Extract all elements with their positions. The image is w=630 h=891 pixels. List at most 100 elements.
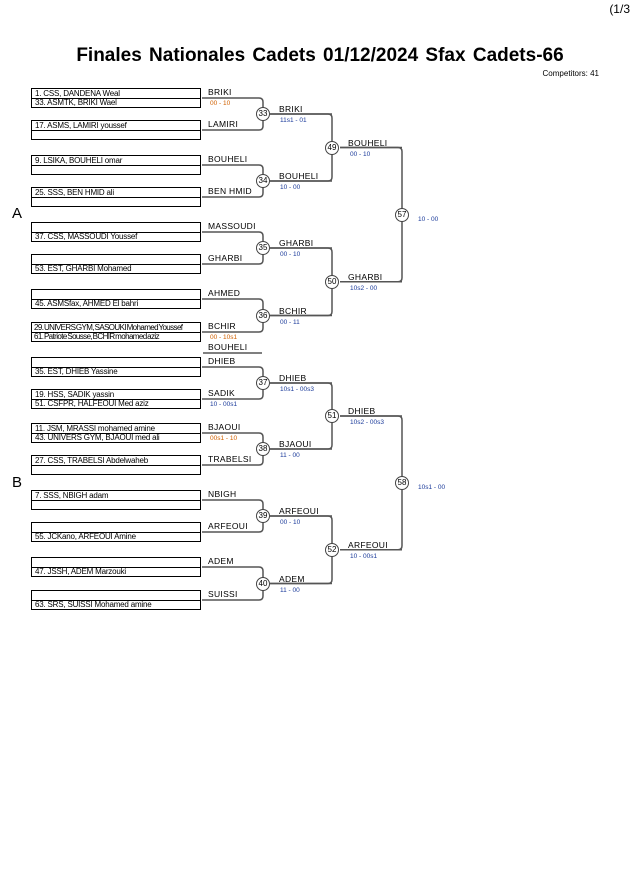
round3-score: 00 - 10 [350, 150, 371, 158]
round2-score: 11 - 00 [280, 586, 300, 594]
round1-slot-label: GHARBI [208, 253, 243, 263]
competitor-entry[interactable]: 29. UNIVERS GYM, SASOUKI Mohamed Youssef [32, 323, 200, 333]
competitor-entry[interactable] [32, 197, 200, 207]
round1-score: 10 - 00s1 [210, 401, 238, 408]
competitor-entry[interactable]: 35. EST, DHIEB Yassine [35, 367, 118, 376]
competitor-entry[interactable]: 27. CSS, TRABELSI Abdelwaheb [32, 456, 200, 466]
round1-score: 00 - 10s1 [210, 334, 238, 341]
round1-slot-label: BJAOUI [208, 422, 241, 432]
competitor-entry[interactable]: 47. JSSH, ADEM Marzouki [35, 567, 126, 576]
competitor-entry[interactable] [32, 255, 200, 265]
round4-score: 10 - 00 [418, 215, 439, 223]
pool-label-b: B [12, 474, 23, 491]
competitor-pair-box: 55. JCKano, ARFEOUI Amine [31, 522, 201, 542]
round1-slot-label: SADIK [208, 388, 236, 398]
competitor-entry[interactable] [32, 358, 200, 368]
competitor-entry[interactable]: 7. SSS, NBIGH adam [32, 491, 200, 501]
competitor-entry[interactable] [32, 130, 200, 140]
competitor-entry[interactable]: 51. CSFPR, HALFEOUI Med aziz [35, 399, 149, 408]
round1-slot-label: MASSOUDI [208, 221, 256, 231]
round1-slot-label: DHIEB [208, 356, 236, 366]
competitor-entry[interactable]: 37. CSS, MASSOUDI Youssef [35, 232, 138, 241]
competitor-pair-box: 7. SSS, NBIGH adam [31, 490, 201, 510]
round3-winner-label: GHARBI [348, 271, 383, 282]
round2-score: 10 - 00 [280, 184, 301, 191]
round2-score: 00 - 10 [280, 519, 301, 526]
match-number: 52 [325, 542, 339, 557]
competitor-entry[interactable] [32, 290, 200, 300]
competitor-entry[interactable]: 19. HSS, SADIK yassin [32, 390, 200, 400]
competitor-entry[interactable]: 25. SSS, BEN HMID ali [32, 188, 200, 198]
match-number: 49 [325, 140, 339, 155]
competitor-pair-box: 9. LSIKA, BOUHELI omar [31, 155, 201, 175]
competitor-pair-box: 27. CSS, TRABELSI Abdelwaheb [31, 455, 201, 475]
round2-score: 11s1 - 01 [280, 117, 307, 124]
match-number: 51 [325, 409, 339, 423]
competitor-entry[interactable]: 63. SRS, SUISSI Mohamed amine [35, 600, 152, 609]
round1-slot-label: AHMED [208, 288, 241, 298]
competitor-entry[interactable] [32, 523, 200, 533]
round2-winner-label: BCHIR [279, 305, 307, 316]
competitor-pair-box: 17. ASMS, LAMIRI youssef [31, 120, 201, 140]
competitor-entry[interactable]: 55. JCKano, ARFEOUI Amine [35, 532, 136, 541]
page-title: Finales Nationales Cadets 01/12/2024 Sfa… [76, 45, 564, 66]
round2-score: 11 - 00 [280, 452, 300, 459]
round1-slot-label: NBIGH [208, 489, 237, 499]
competitor-pair-box: 45. ASMSfax, AHMED El bahri [31, 289, 201, 309]
competitor-entry[interactable] [32, 558, 200, 568]
competitor-pair-box: 53. EST, GHARBI Mohamed [31, 254, 201, 274]
competitor-entry[interactable] [32, 465, 200, 475]
match-number: 33 [256, 107, 270, 121]
round1-slot-label: BRIKI [208, 87, 232, 97]
competitor-entry[interactable] [32, 165, 200, 175]
competitor-entry[interactable]: 17. ASMS, LAMIRI youssef [32, 121, 200, 131]
competitor-entry[interactable]: 33. ASMTK, BRIKI Wael [35, 98, 117, 107]
competitor-pair-box: 25. SSS, BEN HMID ali [31, 187, 201, 207]
competitor-pair-box: 37. CSS, MASSOUDI Youssef [31, 222, 201, 242]
match-number: 34 [256, 174, 270, 188]
match-number: 35 [256, 241, 270, 255]
competitor-entry[interactable] [32, 500, 200, 510]
round2-winner-label: BOUHELI [279, 171, 319, 181]
competitor-entry[interactable] [32, 223, 200, 233]
round1-slot-label: ADEM [208, 556, 234, 566]
competitor-pair-box: 63. SRS, SUISSI Mohamed amine [31, 590, 201, 610]
round2-score: 00 - 11 [280, 318, 300, 326]
round3-winner-label: ARFEOUI [348, 539, 388, 550]
competitor-entry[interactable]: 9. LSIKA, BOUHELI omar [32, 156, 200, 166]
round2-score: 10s1 - 00s3 [280, 386, 314, 393]
round1-score: 00s1 - 10 [210, 435, 238, 442]
competitor-entry[interactable]: 61. Patriote Sousse, BCHIR mohamed aziz [34, 332, 160, 341]
match-number: 40 [256, 576, 270, 591]
round1-slot-label: SUISSI [208, 589, 238, 599]
round1-score: 00 - 10 [210, 100, 231, 107]
match-number: 58 [395, 475, 409, 490]
round2-winner-label: ARFEOUI [279, 506, 319, 516]
match-number: 37 [256, 376, 270, 390]
competitor-entry[interactable]: 11. JSM, MRASSI mohamed amine [32, 424, 200, 434]
match-number: 50 [325, 274, 339, 289]
competitor-entry[interactable] [32, 591, 200, 601]
competitor-entry[interactable]: 1. CSS, DANDENA Weal [32, 89, 200, 99]
competitor-pair-box: 47. JSSH, ADEM Marzouki [31, 557, 201, 577]
round3-score: 10s2 - 00 [350, 284, 378, 292]
round2-score: 00 - 10 [280, 251, 301, 258]
round3-connector [340, 146, 403, 283]
round3-winner-label: DHIEB [348, 406, 376, 416]
page-number: (1/3 [609, 2, 630, 16]
competitor-entry[interactable]: 43. UNIVERS GYM, BJAOUI med ali [35, 433, 160, 442]
round1-slot-label: BOUHELI [208, 154, 248, 164]
match-number: 57 [395, 207, 409, 222]
round3-score: 10 - 00s1 [350, 552, 378, 560]
extra-slot-label: BOUHELI [208, 342, 248, 352]
competitor-entry[interactable]: 45. ASMSfax, AHMED El bahri [35, 299, 139, 308]
round1-slot-label: BEN HMID [208, 186, 252, 196]
round2-winner-label: GHARBI [279, 238, 314, 248]
round2-winner-label: BRIKI [279, 104, 303, 114]
pool-label-a: A [12, 205, 23, 222]
competitor-entry[interactable]: 53. EST, GHARBI Mohamed [35, 264, 132, 273]
